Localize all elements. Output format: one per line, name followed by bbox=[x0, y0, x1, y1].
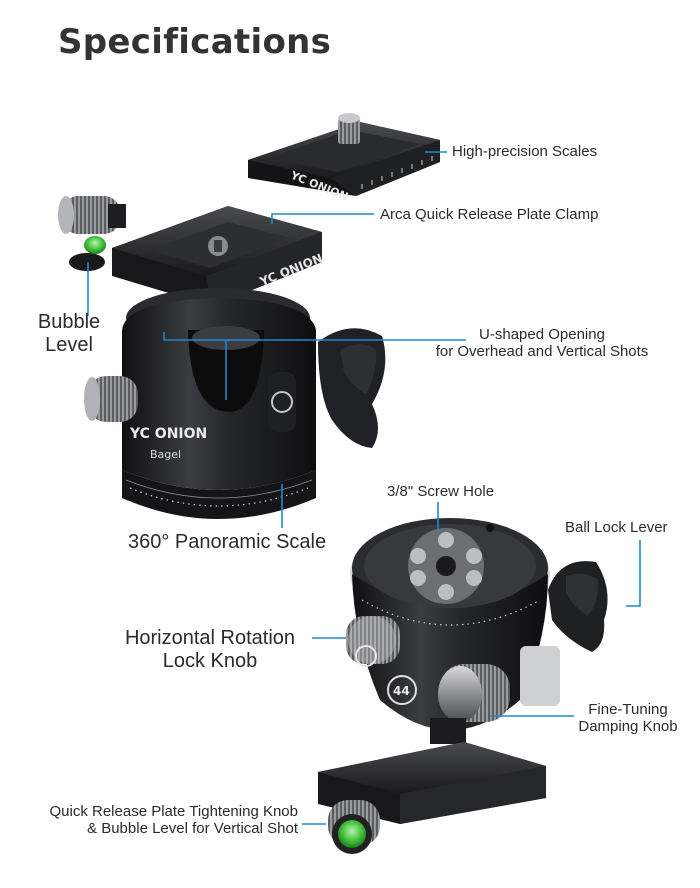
body-brand: YC ONION bbox=[129, 426, 207, 442]
lower-clamp bbox=[318, 718, 546, 824]
label-fine-tuning-line1: Fine-Tuning bbox=[588, 701, 668, 718]
arca-clamp bbox=[112, 206, 322, 306]
label-u-shaped-line2: for Overhead and Vertical Shots bbox=[435, 343, 649, 361]
page-title: Specifications bbox=[58, 22, 332, 62]
label-bubble-level-line1: Bubble bbox=[37, 311, 101, 333]
label-qr-knob-line2: & Bubble Level for Vertical Shot bbox=[87, 820, 298, 838]
callout-lines bbox=[87, 151, 641, 825]
bubble-level-icon bbox=[69, 236, 106, 271]
label-ball-lock-lever: Ball Lock Lever bbox=[565, 519, 668, 536]
label-u-shaped-opening: U-shaped Opening for Overhead and Vertic… bbox=[416, 326, 668, 361]
screw-hole-plate bbox=[408, 524, 494, 604]
plate-scale-ticks bbox=[361, 156, 433, 189]
ball-head-body bbox=[122, 288, 316, 490]
fine-tuning-knob bbox=[438, 664, 510, 722]
friction-mark bbox=[387, 675, 417, 705]
lower-lock-knob bbox=[84, 376, 138, 422]
bottom-scale-ring bbox=[361, 599, 541, 626]
clamp-knob bbox=[58, 196, 126, 234]
ball-lock-lever-bottom bbox=[548, 561, 608, 652]
label-bubble-level: Bubble Level bbox=[32, 311, 106, 357]
knob-mark-text: 44 bbox=[393, 684, 410, 698]
label-screw-hole: 3/8" Screw Hole bbox=[387, 483, 495, 500]
label-horizontal-lock-line2: Lock Knob bbox=[162, 650, 258, 672]
label-qr-knob: Quick Release Plate Tightening Knob & Bu… bbox=[30, 803, 299, 838]
label-high-precision-scales: High-precision Scales bbox=[452, 143, 598, 160]
label-qr-knob-line1: Quick Release Plate Tightening Knob bbox=[49, 803, 299, 820]
label-u-shaped-line1: U-shaped Opening bbox=[479, 326, 605, 343]
body-model: Bagel bbox=[150, 448, 181, 461]
horizontal-lock-knob bbox=[346, 616, 400, 667]
label-bubble-level-line2: Level bbox=[45, 334, 93, 356]
label-panoramic-scale: 360° Panoramic Scale bbox=[128, 531, 327, 553]
qr-tightening-knob bbox=[328, 800, 380, 854]
brand-panel bbox=[520, 646, 560, 706]
panoramic-base bbox=[122, 470, 316, 519]
label-horizontal-lock-line1: Horizontal Rotation bbox=[124, 627, 296, 649]
label-fine-tuning-line2: Damping Knob bbox=[578, 718, 678, 736]
label-horizontal-lock: Horizontal Rotation Lock Knob bbox=[112, 627, 308, 673]
ball-lock-lever-top bbox=[318, 328, 386, 448]
label-fine-tuning: Fine-Tuning Damping Knob bbox=[570, 701, 686, 736]
quick-release-plate bbox=[248, 113, 440, 196]
label-arca-clamp: Arca Quick Release Plate Clamp bbox=[380, 206, 599, 223]
